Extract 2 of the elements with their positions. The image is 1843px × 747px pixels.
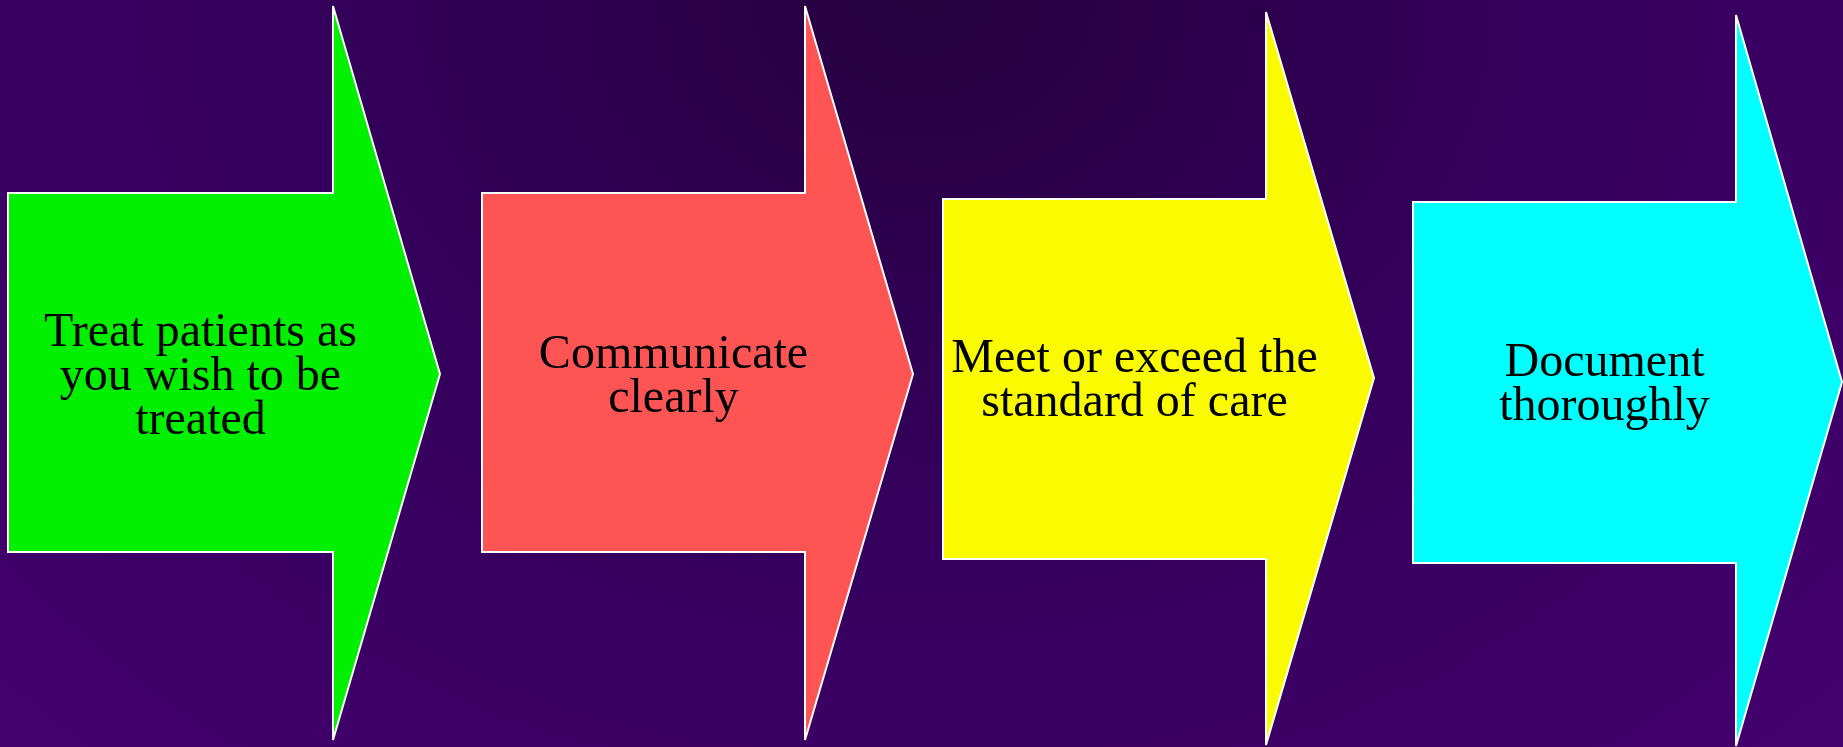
arrow-text: Meet or exceed the standard of care bbox=[951, 334, 1318, 422]
arrow-text: Treat patients as you wish to be treated bbox=[43, 308, 358, 440]
